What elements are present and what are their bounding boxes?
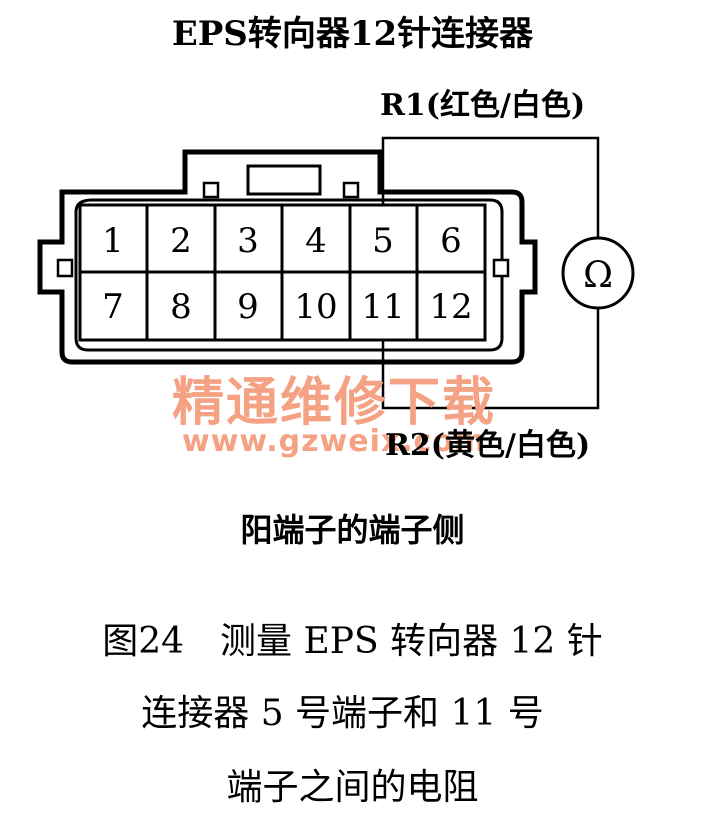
- probe-label-r1: R1(红色/白色): [380, 88, 586, 123]
- pin-3: 3: [237, 221, 259, 261]
- connector-housing-outer: [37, 149, 538, 365]
- pin-12: 12: [429, 287, 472, 327]
- pin-10: 10: [294, 287, 337, 327]
- pin-1: 1: [102, 221, 124, 261]
- pin-5: 5: [372, 221, 394, 261]
- connector-side-tab-left: [56, 258, 74, 278]
- pin-labels-top: 1 2 3 4 5 6: [102, 221, 462, 261]
- terminal-grid: [78, 203, 487, 342]
- pin-labels-bottom: 7 8 9 10 11 12: [102, 287, 472, 327]
- diagram-title: EPS转向器12针连接器: [171, 14, 534, 54]
- ohmmeter-icon: [561, 236, 635, 310]
- figure-caption-line-3: 端子之间的电阻: [226, 767, 479, 808]
- pin-7: 7: [102, 287, 124, 327]
- pin-6: 6: [440, 221, 462, 261]
- connector-key-right: [342, 181, 360, 199]
- probe-wire-r2: [381, 308, 600, 410]
- terminal-side-label: 阳端子的端子侧: [240, 511, 465, 549]
- watermark-url: www.gzweix.com: [182, 424, 487, 459]
- figure-caption-line-1: 图24 测量 EPS 转向器 12 针: [102, 621, 603, 662]
- pin-4: 4: [305, 221, 327, 261]
- pin-2: 2: [170, 221, 192, 261]
- pin-8: 8: [170, 287, 192, 327]
- connector-latch: [246, 164, 322, 196]
- probe-label-r2: R2(黄色/白色): [385, 428, 591, 463]
- connector-key-left: [202, 181, 220, 199]
- connector-housing-inner: [74, 198, 504, 352]
- figure-caption-line-2: 连接器 5 号端子和 11 号: [141, 693, 544, 734]
- pin-11: 11: [361, 287, 404, 327]
- connector-side-tab-right: [492, 258, 510, 278]
- ohm-symbol: Ω: [583, 255, 613, 296]
- watermark-name: 精通维修下载: [172, 373, 497, 433]
- pin-9: 9: [237, 287, 259, 327]
- probe-wire-r1: [381, 136, 600, 238]
